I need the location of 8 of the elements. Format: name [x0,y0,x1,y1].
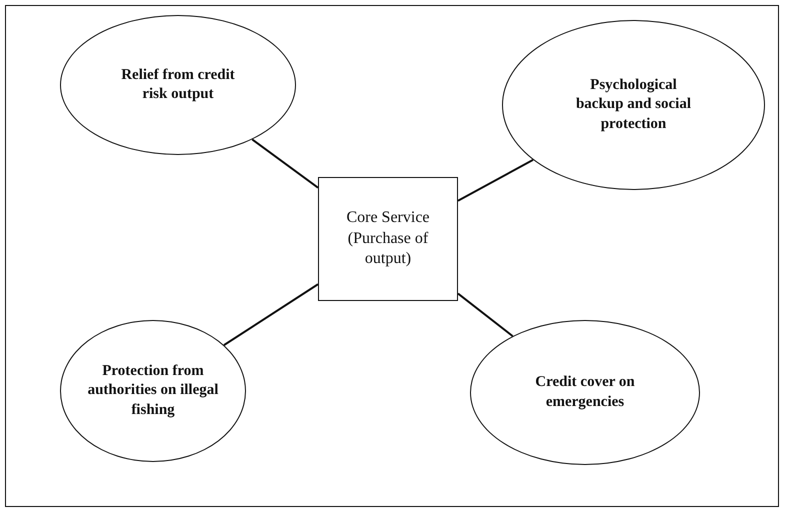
ellipse-node: Relief from credit risk output [60,15,296,155]
connector-line [223,283,319,346]
ellipse-node: Psychological backup and social protection [502,20,765,190]
connector-line [458,158,534,202]
connector-line [252,138,319,188]
ellipse-node: Credit cover on emergencies [470,320,700,465]
ellipse-node: Protection from authorities on illegal fishing [60,320,246,462]
process-box: Core Service (Purchase of output) [318,177,458,301]
